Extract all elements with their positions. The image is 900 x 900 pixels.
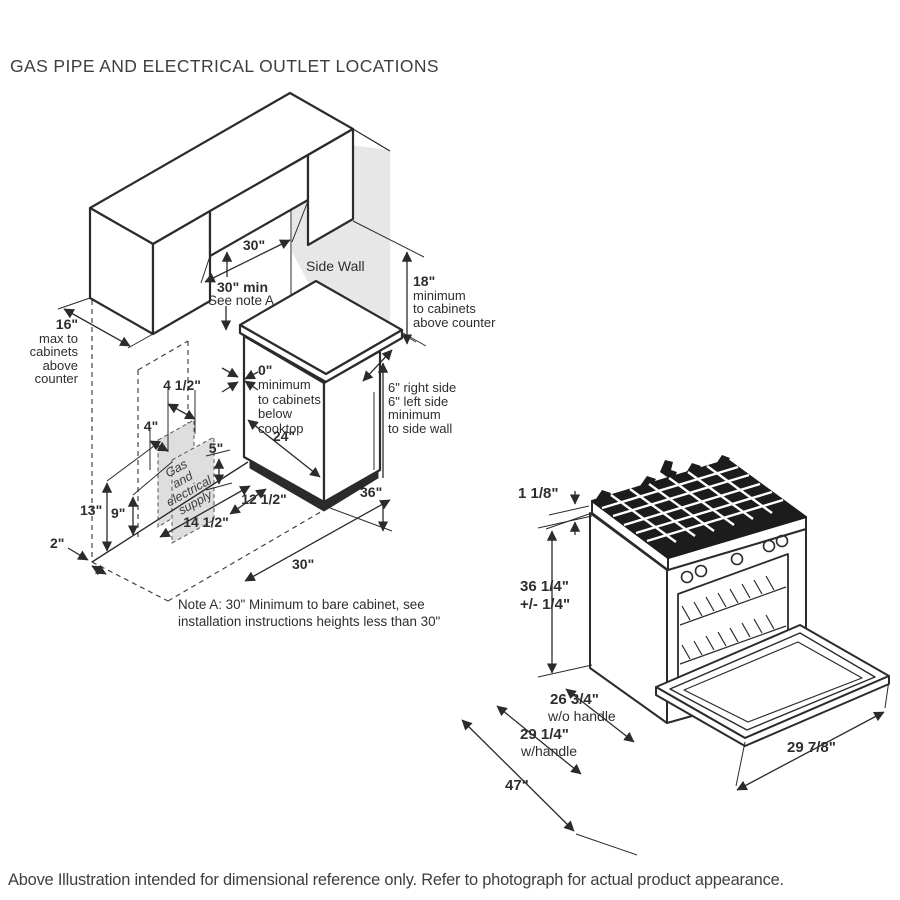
dim-14-1-2: 14 1/2" <box>183 514 229 530</box>
dim-6-line3: minimum <box>388 407 441 422</box>
dim-29-1-4-sub: w/handle <box>521 743 578 759</box>
dim-0-value: 0" <box>258 362 273 378</box>
dim-16-line4: counter <box>34 371 78 386</box>
note-a-line1: Note A: 30" Minimum to bare cabinet, see <box>178 597 425 612</box>
dim-30-min: 30" min <box>217 279 268 295</box>
dim-6-line2: 6" left side <box>388 393 449 409</box>
dim-4-1-2: 4 1/2" <box>163 377 201 393</box>
dim-29-7-8: 29 7/8" <box>787 739 836 756</box>
dim-0-line4: cooktop <box>258 421 304 437</box>
dim-0-block: 0" minimum to cabinets below cooktop <box>258 363 321 437</box>
range-dimension-lines <box>461 491 890 856</box>
dim-36-1-4-line1: 36 1/4" <box>520 578 569 595</box>
dim-0-line2: to cabinets <box>258 391 321 407</box>
dim-0-line3: below <box>258 406 292 422</box>
dim-30-top: 30" <box>242 237 266 253</box>
upper-cabinets <box>88 91 355 336</box>
see-note-a: See note A <box>207 293 275 308</box>
dim-29-1-4: 29 1/4" <box>520 726 569 743</box>
dim-5: 5" <box>208 440 224 456</box>
dim-18-line1: minimum <box>413 287 466 303</box>
dim-1-1-8: 1 1/8" <box>518 485 559 502</box>
dim-16-value: 16" <box>55 316 78 332</box>
dim-6-line4: to side wall <box>388 420 453 436</box>
dim-12-1-2: 12 1/2" <box>241 491 287 507</box>
note-a-line2: installation instructions heights less t… <box>178 613 441 629</box>
dim-16-line3: above <box>42 357 78 373</box>
dim-36: 36" <box>360 484 383 500</box>
footer-disclaimer: Above Illustration intended for dimensio… <box>8 871 784 889</box>
dim-18-line2: to cabinets <box>413 301 476 316</box>
dim-16-line1: max to <box>38 330 78 346</box>
range-art <box>589 455 890 747</box>
dim-9: 9" <box>111 505 126 521</box>
dim-16-block: 16" max to cabinets above counter <box>8 316 78 386</box>
dim-47: 47" <box>505 777 529 794</box>
dim-6-block: 6" right side 6" left side minimum to si… <box>388 381 456 435</box>
dim-26-3-4: 26 3/4" <box>550 691 599 708</box>
dim-16-line2: cabinets <box>29 344 78 359</box>
cabinet-dimension-lines <box>57 200 427 582</box>
dim-0-line1: minimum <box>258 376 311 392</box>
dim-30-bottom: 30" <box>292 556 315 572</box>
dim-18-block: 18" minimum to cabinets above counter <box>413 273 496 330</box>
note-a: Note A: 30" Minimum to bare cabinet, see… <box>178 597 440 630</box>
dim-4: 4" <box>143 418 159 434</box>
page-title: GAS PIPE AND ELECTRICAL OUTLET LOCATIONS <box>10 56 439 76</box>
dim-18-line3: above counter <box>413 314 496 330</box>
dim-18-value: 18" <box>413 273 436 289</box>
dim-24: 24" <box>272 428 296 444</box>
dim-13: 13" <box>80 502 103 518</box>
dim-36-1-4-block: 36 1/4" +/- 1/4" <box>520 578 570 614</box>
dim-2: 2" <box>50 535 65 551</box>
side-wall-label: Side Wall <box>306 258 365 274</box>
dim-36-1-4-line2: +/- 1/4" <box>520 596 571 613</box>
dim-6-line1: 6" right side <box>388 380 457 395</box>
dim-26-3-4-sub: w/o handle <box>548 708 616 724</box>
